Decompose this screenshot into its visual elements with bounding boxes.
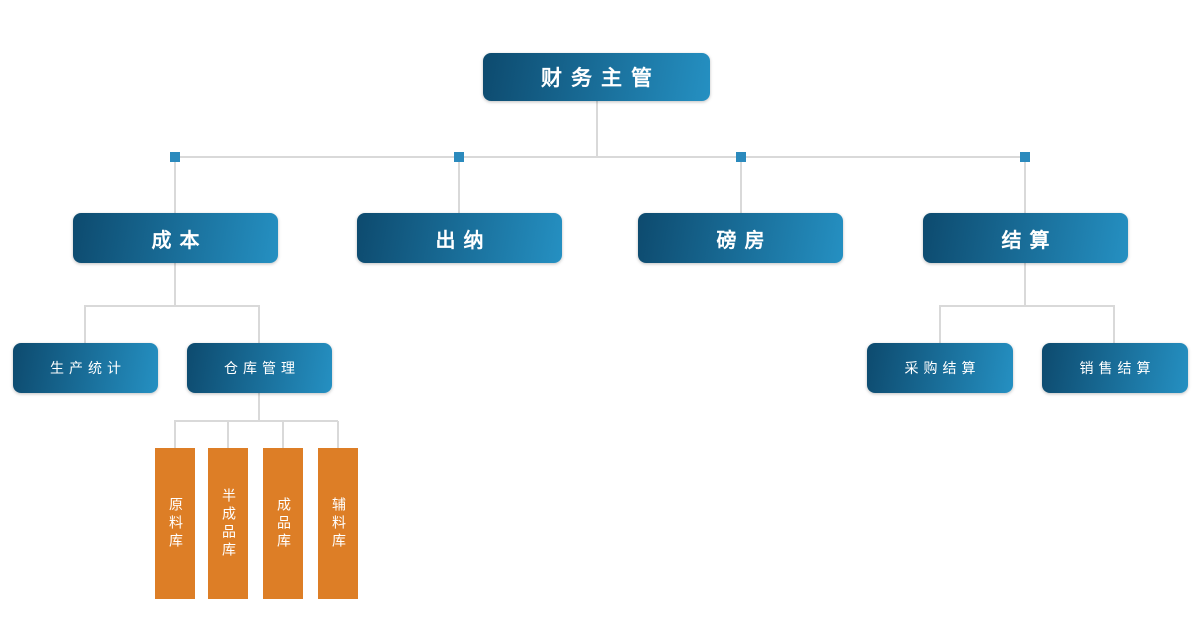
connector-settlement-rail bbox=[939, 305, 1115, 307]
connector-cost-rail bbox=[84, 305, 260, 307]
connector-line bbox=[84, 306, 86, 344]
junction-marker bbox=[736, 152, 746, 162]
node-cashier: 出纳 bbox=[357, 213, 562, 263]
node-finance-director: 财务主管 bbox=[483, 53, 710, 101]
junction-marker bbox=[1020, 152, 1030, 162]
node-finished-goods-warehouse: 成品库 bbox=[263, 448, 303, 599]
connector-line bbox=[174, 421, 176, 448]
node-semi-finished-warehouse: 半成品库 bbox=[208, 448, 248, 599]
connector-line bbox=[337, 421, 339, 448]
node-weighbridge: 磅房 bbox=[638, 213, 843, 263]
connector-settlement-drop bbox=[1024, 263, 1026, 305]
junction-marker bbox=[454, 152, 464, 162]
node-cost: 成本 bbox=[73, 213, 278, 263]
connector-warehouse-drop bbox=[258, 393, 260, 420]
node-purchase-settlement: 采购结算 bbox=[867, 343, 1013, 393]
node-sales-settlement: 销售结算 bbox=[1042, 343, 1188, 393]
connector-line bbox=[939, 306, 941, 344]
node-auxiliary-material-warehouse: 辅料库 bbox=[318, 448, 358, 599]
connector-warehouse-rail bbox=[174, 420, 338, 422]
node-warehouse-management: 仓库管理 bbox=[187, 343, 332, 393]
connector-line bbox=[458, 157, 460, 213]
connector-line bbox=[740, 157, 742, 213]
connector-line bbox=[227, 421, 229, 448]
node-settlement: 结算 bbox=[923, 213, 1128, 263]
connector-cost-drop bbox=[174, 263, 176, 305]
node-raw-material-warehouse: 原料库 bbox=[155, 448, 195, 599]
connector-line bbox=[1024, 157, 1026, 213]
connector-line bbox=[1113, 306, 1115, 344]
connector-root-drop bbox=[596, 101, 598, 157]
node-production-statistics: 生产统计 bbox=[13, 343, 158, 393]
junction-marker bbox=[170, 152, 180, 162]
connector-line bbox=[282, 421, 284, 448]
connector-line bbox=[258, 306, 260, 344]
connector-level2-rail bbox=[174, 156, 1027, 158]
connector-line bbox=[174, 157, 176, 213]
